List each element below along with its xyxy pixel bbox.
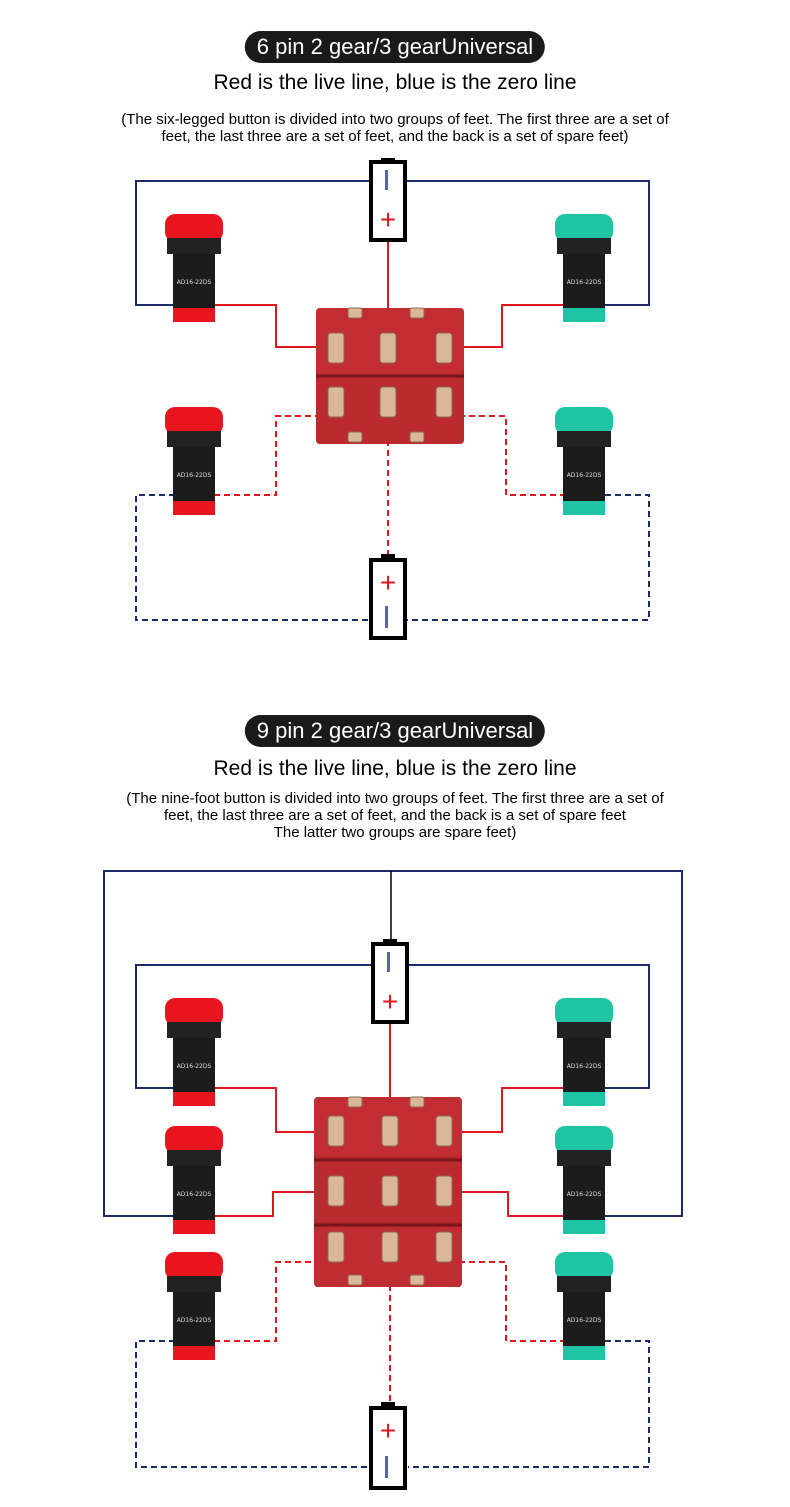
battery-plus-label: + xyxy=(380,204,396,235)
lamp-label: AD16-22DS xyxy=(177,1063,212,1070)
lamp-green-top: AD16-22DS xyxy=(555,998,613,1106)
wiring-diagram-6pin: + + AD16-22DS AD16-22DS xyxy=(135,158,650,640)
live-wire-top xyxy=(214,240,566,348)
wiring-diagram-9pin: + + AD16-22DS AD16-22DS xyxy=(103,870,683,1490)
battery-top: + xyxy=(371,939,409,1024)
live-wire-bottom xyxy=(214,400,566,558)
lamp-label: AD16-22DS xyxy=(567,1317,602,1324)
lamp-green-bottom: AD16-22DS xyxy=(555,407,613,515)
section-badge: 6 pin 2 gear/3 gearUniversal xyxy=(244,31,546,63)
note-line: (The six-legged button is divided into t… xyxy=(121,111,669,128)
section-subtitle: Red is the live line, blue is the zero l… xyxy=(213,71,577,94)
lamp-label: AD16-22DS xyxy=(177,1317,212,1324)
section-subtitle: Red is the live line, blue is the zero l… xyxy=(213,757,577,780)
lamp-label: AD16-22DS xyxy=(177,1191,212,1198)
neutral-wire-top xyxy=(135,964,650,1089)
section-9pin: 9 pin 2 gear/3 gearUniversal Red is the … xyxy=(0,700,790,1507)
note-line: The latter two groups are spare feet) xyxy=(273,824,517,841)
lamp-green-middle: AD16-22DS xyxy=(555,1126,613,1234)
battery-bottom: + xyxy=(369,1402,407,1490)
neutral-wire-bottom xyxy=(135,494,650,621)
lamp-label: AD16-22DS xyxy=(567,279,602,286)
rocker-switch-9pin xyxy=(314,1096,462,1287)
battery-plus-label: + xyxy=(380,567,396,598)
note-line: (The nine-foot button is divided into tw… xyxy=(126,790,664,807)
battery-plus-label: + xyxy=(382,986,398,1017)
neutral-wire-outer xyxy=(103,870,683,1217)
lamp-label: AD16-22DS xyxy=(567,472,602,479)
battery-plus-label: + xyxy=(380,1415,396,1446)
section-note: (The nine-foot button is divided into tw… xyxy=(0,790,790,841)
lamp-red-top: AD16-22DS xyxy=(165,214,223,322)
lamp-green-bottom: AD16-22DS xyxy=(555,1252,613,1360)
battery-top: + xyxy=(369,158,407,242)
rocker-switch-6pin xyxy=(316,307,464,444)
neutral-wire-bottom xyxy=(135,1340,650,1468)
lamp-label: AD16-22DS xyxy=(177,472,212,479)
lamp-red-bottom: AD16-22DS xyxy=(165,407,223,515)
lamp-red-middle: AD16-22DS xyxy=(165,1126,223,1234)
lamp-green-top: AD16-22DS xyxy=(555,214,613,322)
lamp-red-bottom: AD16-22DS xyxy=(165,1252,223,1360)
lamp-label: AD16-22DS xyxy=(567,1191,602,1198)
section-badge: 9 pin 2 gear/3 gearUniversal xyxy=(244,715,546,747)
battery-bottom: + xyxy=(369,554,407,640)
note-line: feet, the last three are a set of feet, … xyxy=(161,128,629,145)
lamp-red-top: AD16-22DS xyxy=(165,998,223,1106)
note-line: feet, the last three are a set of feet, … xyxy=(164,807,626,824)
section-6pin: 6 pin 2 gear/3 gearUniversal Red is the … xyxy=(0,0,790,660)
lamp-label: AD16-22DS xyxy=(567,1063,602,1070)
live-wire-bottom xyxy=(214,1245,566,1412)
live-wire-top xyxy=(214,1023,566,1217)
lamp-label: AD16-22DS xyxy=(177,279,212,286)
neutral-wire-top xyxy=(135,180,650,306)
section-note: (The six-legged button is divided into t… xyxy=(0,111,790,145)
